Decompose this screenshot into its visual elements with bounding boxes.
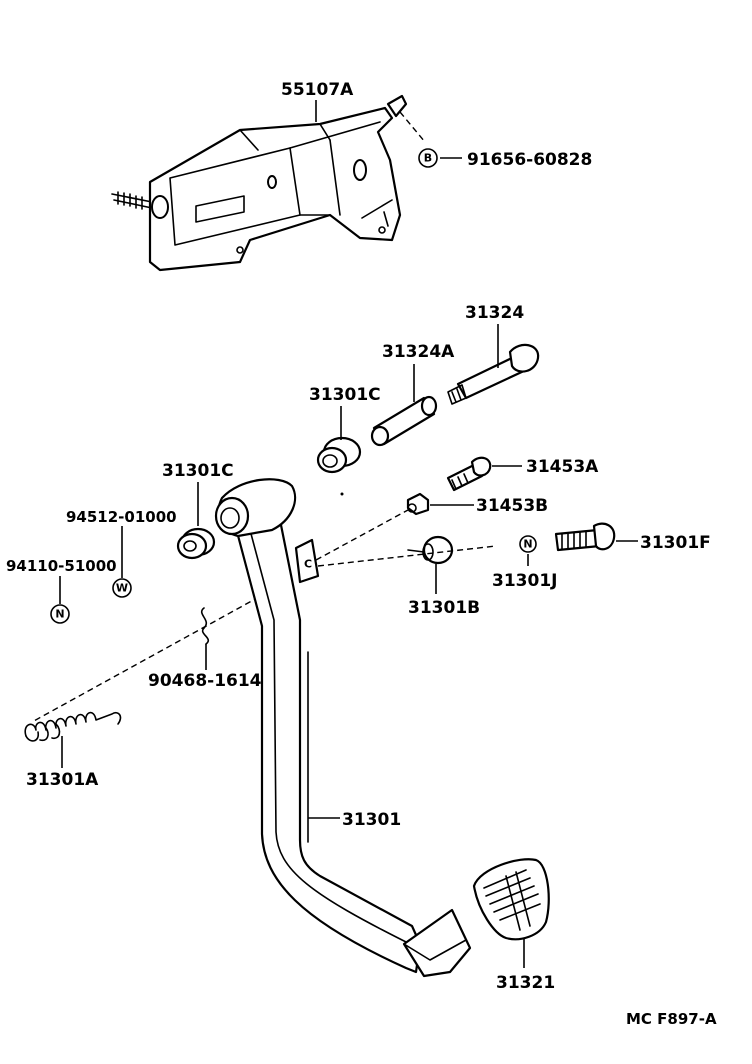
label-94110-51000: 94110-51000: [6, 557, 117, 575]
pedal-stopper-bolt-drawing: [554, 522, 616, 552]
dashed-line-spring: [31, 591, 269, 723]
label-94512-01000: 94512-01000: [66, 508, 177, 526]
label-91656-60828: 91656-60828: [467, 150, 592, 170]
label-31324: 31324: [465, 303, 524, 323]
label-31301f: 31301F: [640, 533, 711, 553]
pedal-arm-drawing: [214, 478, 472, 978]
pedal-pad-drawing: [472, 858, 550, 941]
label-31301c-upper: 31301C: [309, 385, 381, 405]
symbol-n: N: [55, 608, 64, 621]
label-31324a: 31324A: [382, 342, 455, 362]
return-spring-drawing: [24, 711, 122, 742]
label-31453a: 31453A: [526, 457, 599, 477]
bolt-31324-drawing: [447, 343, 540, 405]
label-31301b: 31301B: [408, 598, 480, 618]
diagram-code: MC F897-A: [626, 1010, 717, 1028]
symbol-n-j: N: [523, 538, 532, 551]
dashed-line-stopper: [315, 509, 409, 561]
symbol-b-circle: [418, 148, 438, 168]
dot-mark: [340, 492, 344, 496]
label-31301a: 31301A: [26, 770, 99, 790]
stopper-bolt-drawing: [446, 456, 492, 492]
bushing-upper-drawing: [316, 436, 362, 474]
collar-31324a-drawing: [370, 395, 438, 447]
label-31301: 31301: [342, 810, 401, 830]
label-55107a: 55107A: [281, 80, 354, 100]
dashed-line-pin: [317, 545, 497, 567]
label-31453b: 31453B: [476, 496, 548, 516]
bracket-drawing: [111, 94, 426, 272]
symbol-n-circle: [50, 604, 70, 624]
symbol-c: C: [304, 558, 312, 571]
label-31301c-lower: 31301C: [162, 461, 234, 481]
label-90468-16142: 90468-16142: [148, 671, 273, 691]
label-31301j: 31301J: [492, 571, 557, 591]
stopper-cushion-drawing: [406, 492, 430, 516]
label-31321: 31321: [496, 973, 555, 993]
symbol-n-circle-j: [519, 535, 537, 553]
symbol-b: B: [424, 152, 432, 165]
symbol-w-circle: [112, 578, 132, 598]
bushing-lower-drawing: [176, 527, 216, 560]
switch-pin-drawing: [407, 535, 454, 565]
symbol-w: W: [116, 582, 128, 595]
